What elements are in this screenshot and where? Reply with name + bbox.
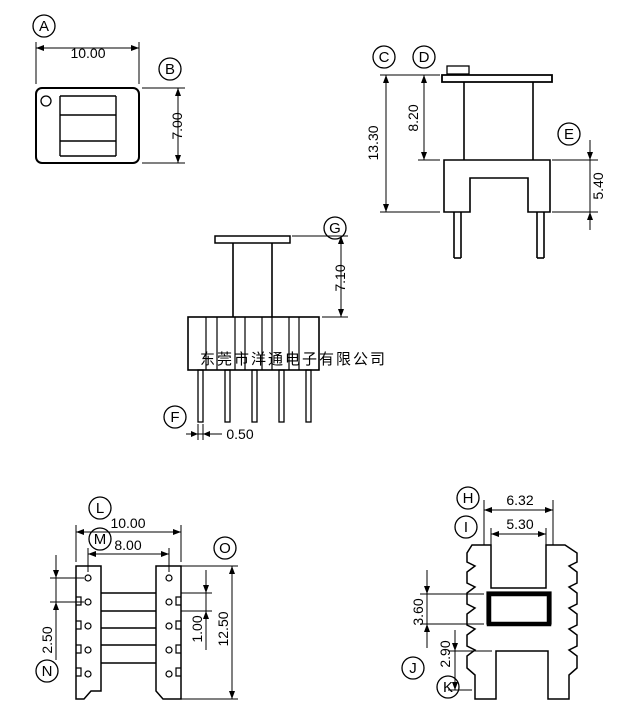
front-view (186, 235, 348, 440)
dim-n-pitch: 2.50 (39, 626, 55, 653)
label-h: H (463, 490, 474, 507)
label-j: J (409, 660, 417, 677)
dim-l-width: 10.00 (110, 515, 145, 531)
top-view (35, 42, 185, 164)
watermark: 东莞市洋通电子有限公司 (200, 351, 387, 368)
dim-o-height: 12.50 (215, 611, 231, 646)
dim-g-height: 7.10 (332, 264, 348, 291)
label-m: M (94, 531, 107, 548)
label-o: O (219, 540, 231, 557)
label-l: L (96, 500, 104, 517)
label-e: E (564, 126, 574, 143)
dim-f-pin-width: 0.50 (226, 426, 253, 442)
side-view (380, 65, 598, 259)
dim-c-total-height: 13.30 (365, 125, 381, 160)
dim-j-window: 3.60 (410, 598, 426, 625)
label-g: G (329, 220, 341, 237)
dim-e-pin-length: 5.40 (590, 172, 606, 199)
bottom-view (50, 525, 238, 700)
label-c: C (379, 49, 390, 66)
end-view (420, 500, 578, 700)
label-b: B (165, 61, 175, 78)
label-i: I (464, 519, 468, 536)
dim-b-height: 7.00 (169, 112, 185, 139)
dim-h-outer: 6.32 (506, 492, 533, 508)
dim-k-base: 2.90 (437, 640, 453, 667)
dim-m-width: 8.00 (114, 537, 141, 553)
label-d: D (419, 49, 430, 66)
dim-o-slot: 1.00 (189, 615, 205, 642)
dim-d-body-height: 8.20 (405, 104, 421, 131)
label-n: N (42, 663, 53, 680)
dim-i-inner: 5.30 (506, 516, 533, 532)
label-a: A (39, 18, 49, 35)
label-k: K (443, 679, 453, 696)
label-f: F (170, 409, 179, 426)
dim-a-width: 10.00 (70, 45, 105, 61)
